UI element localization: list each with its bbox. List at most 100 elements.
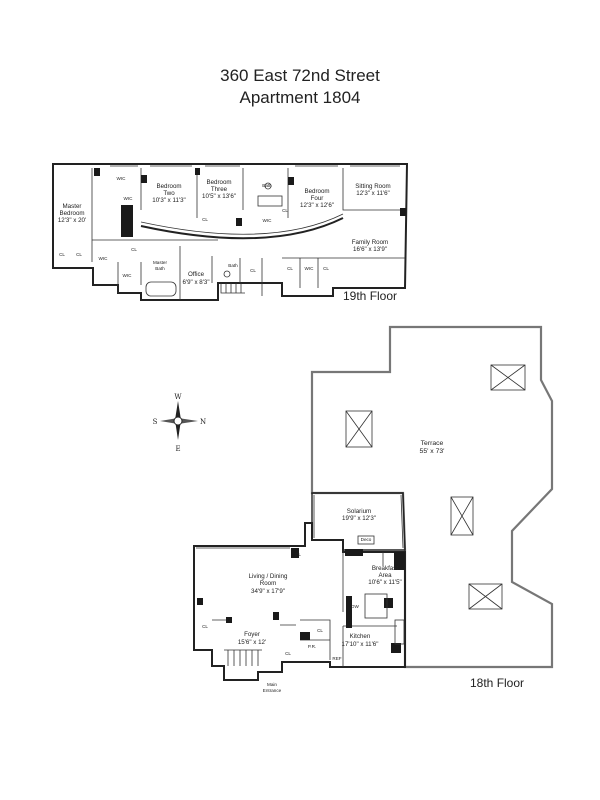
skylight: [450, 496, 474, 536]
apartment-title: Apartment 1804: [239, 88, 361, 107]
wic-label: WIC: [305, 266, 315, 271]
foyer-size: 15'6" x 12': [238, 639, 266, 646]
skylight: [490, 364, 526, 391]
floor-19-outer-wall: [52, 163, 409, 301]
living-dining-label: Living / Dining: [249, 573, 288, 580]
window-line: [313, 494, 404, 549]
wall: [212, 552, 397, 667]
column: [288, 177, 294, 185]
skylight: [345, 410, 373, 448]
kitchen-size: 17'10" x 11'6": [342, 641, 379, 648]
compass-rose: W S N E: [153, 393, 206, 453]
floor-19-plan: Master Bedroom 12'3" x 20' Bedroom Two 1…: [52, 163, 409, 303]
bath-label: Bath: [228, 263, 238, 268]
master-bath-label: Master: [153, 260, 168, 265]
sitting-room-label: Sitting Room: [355, 183, 390, 190]
vanity: [257, 195, 283, 207]
bathtub: [145, 281, 177, 297]
wic-label: WIC: [124, 196, 134, 201]
closet-label: CL: [282, 208, 288, 213]
curved-hall-wall: [140, 217, 344, 240]
bedroom-four-label: Bedroom: [304, 188, 329, 195]
column: [346, 596, 352, 628]
column: [236, 218, 242, 226]
breakfast-area-label: Area: [378, 572, 392, 579]
main-entrance-label: Main: [267, 682, 277, 687]
kitchen-island: [364, 593, 388, 619]
family-room-label: Family Room: [352, 239, 388, 246]
closet-label: CL: [131, 247, 137, 252]
master-bath-label: Bath: [155, 266, 165, 271]
column: [141, 175, 147, 183]
compass-center: [173, 416, 183, 426]
compass-n-label: N: [200, 418, 206, 426]
counter: [394, 619, 405, 645]
column: [273, 612, 279, 620]
closet-label: CL: [59, 252, 65, 257]
bedroom-two-size: 10'3" x 11'3": [152, 197, 185, 204]
bedroom-two-label: Bedroom: [156, 183, 181, 190]
bath-label: Bath: [262, 183, 272, 188]
column: [121, 205, 133, 237]
address-title: 360 East 72nd Street: [220, 66, 380, 85]
floor-19-label: 19th Floor: [343, 289, 397, 303]
master-bedroom-size: 12'3" x 20': [58, 217, 86, 224]
column: [400, 208, 406, 216]
dishwasher-label: DW: [351, 604, 359, 609]
floor-18-plan: Terrace 55' x 73' Solarium 19'9" x 12'3"…: [193, 325, 554, 693]
living-dining-size: 34'9" x 17'9": [251, 588, 285, 595]
closet-label: CL: [287, 266, 293, 271]
column: [197, 598, 203, 605]
wic-label: WIC: [263, 218, 273, 223]
column: [300, 632, 310, 640]
compass-s-label: S: [153, 418, 158, 426]
curved-hall-wall: [140, 213, 344, 235]
wall: [92, 239, 405, 300]
sink: [264, 182, 272, 190]
terrace-label: Terrace: [421, 440, 444, 447]
closet-label: CL: [285, 651, 291, 656]
breakfast-area-label: Breakfast: [372, 565, 398, 572]
column: [226, 617, 232, 623]
powder-room-label: P.R.: [308, 644, 316, 649]
bedroom-three-size: 10'5" x 13'6": [202, 193, 236, 200]
deco-niche: [357, 535, 375, 545]
closet-label: CL: [317, 628, 323, 633]
closet-label: CL: [323, 266, 329, 271]
master-bedroom-label: Master: [63, 203, 82, 210]
kitchen-label: Kitchen: [350, 633, 371, 640]
wic-label: WIC: [99, 256, 109, 261]
master-bedroom-label: Bedroom: [59, 210, 84, 217]
column: [94, 168, 100, 176]
column: [345, 549, 363, 556]
living-dining-label: Room: [260, 580, 277, 587]
column: [291, 548, 299, 558]
main-entrance-label: Entrance: [263, 688, 282, 693]
deco-label: Deco: [361, 537, 372, 542]
column: [391, 643, 401, 653]
floor-18-label: 18th Floor: [470, 676, 524, 690]
column: [384, 598, 393, 608]
stairs: [220, 283, 245, 294]
floor-18-outer-wall: [193, 522, 406, 681]
column: [195, 168, 200, 175]
closet-label: CL: [250, 268, 256, 273]
office-label: Office: [188, 271, 205, 278]
solarium-size: 19'9" x 12'3": [342, 515, 376, 522]
wic-label: WIC: [123, 273, 133, 278]
bedroom-two-label: Two: [163, 190, 175, 197]
bedroom-four-label: Four: [311, 195, 324, 202]
closet-label: CL: [202, 624, 208, 629]
closet-label: CL: [202, 217, 208, 222]
sitting-room-size: 12'3" x 11'6": [356, 190, 389, 197]
stairs: [224, 649, 262, 666]
solarium-label: Solarium: [347, 508, 371, 515]
bedroom-four-size: 12'3" x 12'6": [300, 202, 334, 209]
compass-w-label: W: [174, 393, 182, 401]
breakfast-area-size: 10'6" x 11'5": [368, 579, 401, 586]
skylight: [468, 583, 503, 610]
family-room-size: 16'6" x 13'9": [353, 246, 387, 253]
terrace-size: 55' x 73': [420, 448, 445, 455]
refrigerator-label: REF: [332, 656, 341, 661]
